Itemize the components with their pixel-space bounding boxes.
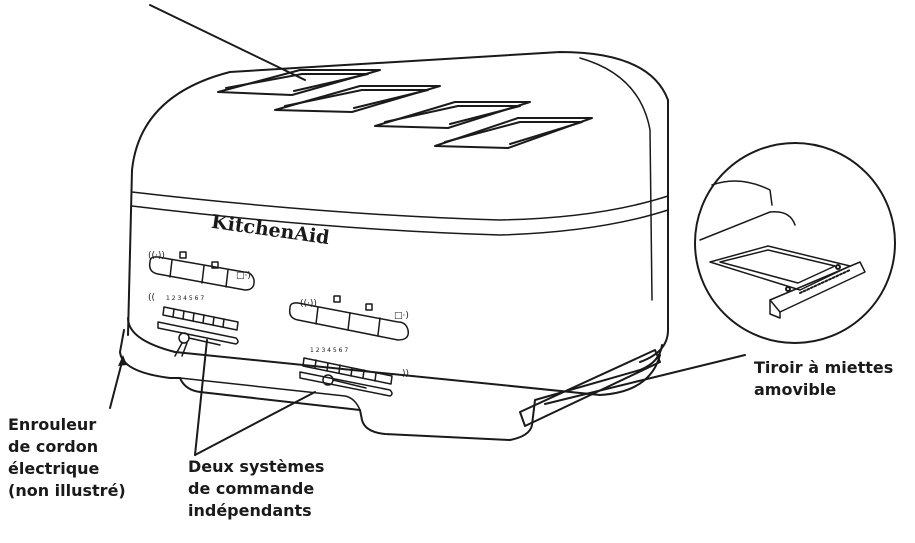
body-side-contour <box>579 57 653 301</box>
bagel-icon: ((·)) <box>148 251 165 261</box>
svg-text:)): )) <box>402 369 409 379</box>
label-cord-wrap: Enrouleur de cordon électrique (non illu… <box>8 415 126 500</box>
cord-leader-line <box>109 357 124 409</box>
crumb-tray-opening <box>519 349 661 427</box>
cord-arrowhead <box>118 355 127 366</box>
svg-text:((: (( <box>148 293 155 303</box>
base-foot <box>179 377 361 411</box>
bread-slots <box>217 69 593 149</box>
body-trim-line <box>131 191 669 221</box>
tray-leader-line <box>544 354 746 405</box>
base-top <box>127 317 661 396</box>
lift-lever-icon <box>157 321 239 345</box>
controls-leader-line-left <box>194 339 208 456</box>
label-independent-controls: Deux systèmes de commande indépendants <box>188 457 325 520</box>
svg-text:1 2 3 4 5 6 7: 1 2 3 4 5 6 7 <box>310 347 348 354</box>
keep-warm-icon <box>211 261 219 269</box>
cancel-icon: □·) <box>236 271 251 281</box>
right-control-panel: ((·)) □·) 1 2 3 4 5 6 7 )) <box>288 295 409 397</box>
svg-text:((·)): ((·)) <box>300 299 317 309</box>
base-bottom <box>119 329 663 441</box>
toaster-body-outline <box>127 51 669 363</box>
svg-text:□·): □·) <box>394 311 409 321</box>
slot-leader-line <box>149 4 306 81</box>
defrost-icon <box>179 251 187 259</box>
brand-logo: KitchenAid <box>210 211 331 249</box>
crumb-tray-zoom <box>694 142 896 344</box>
svg-text:1 2 3 4 5 6 7: 1 2 3 4 5 6 7 <box>166 295 204 302</box>
controls-leader-line-right <box>194 391 316 456</box>
label-crumb-tray: Tiroir à miettes amovible <box>754 358 894 399</box>
left-control-panel: ((·)) □·) 1 2 3 4 5 6 7 (( <box>148 251 255 357</box>
body-trim-line-2 <box>131 205 669 236</box>
